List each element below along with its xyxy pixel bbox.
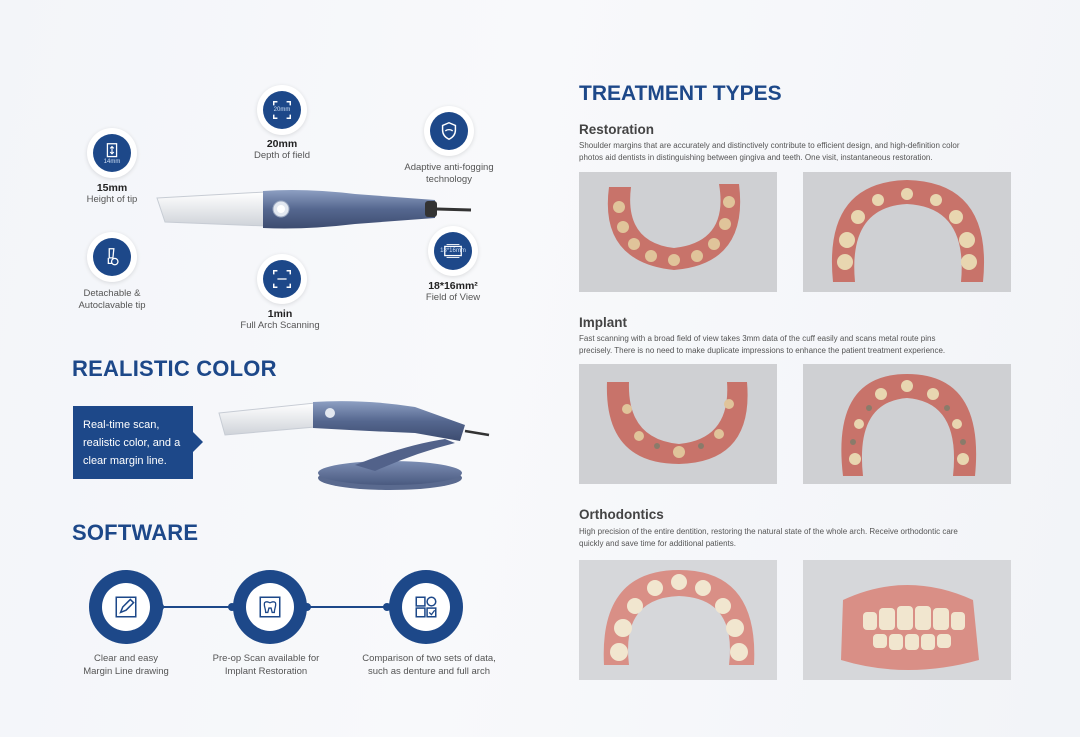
software-title: SOFTWARE (72, 520, 199, 545)
depth-icon-label: 20mm (273, 106, 291, 113)
restoration-scan-photo-2 (803, 172, 1011, 292)
fov-icon-label: 18*16mm (440, 247, 466, 254)
depth-of-field-badge: 20mm (257, 85, 307, 135)
height-ruler-icon (106, 142, 118, 157)
antifog-line1: Adaptive anti-fogging (404, 162, 494, 173)
sw2-line2: Implant Restoration (224, 666, 308, 677)
connector-dot (383, 603, 391, 611)
callout-line2: realistic color, and a (83, 437, 181, 449)
fov-label: Field of View (425, 292, 481, 303)
orthodontics-title: Orthodontics (579, 507, 664, 522)
anti-fogging-text: Adaptive anti-fogging technology (394, 162, 504, 186)
sw1-line1: Clear and easy (94, 653, 158, 664)
restoration-desc-line2: photos aid dentists in distinguishing be… (579, 153, 933, 162)
compare-grid-icon (415, 596, 437, 618)
restoration-title: Restoration (579, 122, 655, 137)
antifog-line2: technology (426, 174, 472, 185)
tip-height-text: 15mm Height of tip (67, 182, 157, 206)
software-item-implant (233, 570, 307, 644)
implant-scan-photo (579, 364, 777, 484)
anti-fogging-badge (424, 106, 474, 156)
implant-scan-photo-2 (803, 364, 1011, 484)
treatment-types-title: TREATMENT TYPES (579, 82, 782, 105)
software-caption-margin-line: Clear and easy Margin Line drawing (46, 652, 206, 678)
tip-height-badge: 14mm (87, 128, 137, 178)
tip-value: 15mm (96, 182, 128, 194)
field-of-view-text: 18*16mm² Field of View (403, 280, 503, 304)
full-arch-label: Full Arch Scanning (240, 320, 320, 331)
fov-value: 18*16mm² (428, 280, 478, 292)
full-arch-value: 1min (267, 308, 293, 320)
software-caption-compare: Comparison of two sets of data, such as … (348, 652, 510, 678)
shield-icon (441, 121, 457, 141)
tip-label: Height of tip (86, 194, 138, 205)
software-item-compare (389, 570, 463, 644)
scanner-wand-image (156, 190, 472, 229)
scan-frame-icon (273, 270, 291, 288)
field-of-view-badge: 18*16mm (428, 226, 478, 276)
implant-title: Implant (579, 315, 628, 330)
callout-arrow (193, 432, 203, 452)
implant-desc-line2: precisely. There is no need to make dupl… (579, 346, 946, 355)
realistic-color-callout: Real-time scan, realistic color, and a c… (73, 406, 193, 479)
tip-icon-label: 14mm (103, 158, 121, 165)
full-arch-badge (257, 254, 307, 304)
orthodontics-scan-photo-2 (803, 560, 1011, 680)
depth-of-field-text: 20mm Depth of field (232, 138, 332, 162)
connector-dot (228, 603, 236, 611)
detachable-line2: Autoclavable tip (78, 300, 146, 311)
orthodontics-scan-photo (579, 560, 777, 680)
sw1-line2: Margin Line drawing (83, 666, 169, 677)
software-item-margin-line (89, 570, 163, 644)
restoration-desc-line1: Shoulder margins that are accurately and… (579, 141, 960, 150)
orthodontics-description: High precision of the entire dentition, … (579, 526, 1019, 550)
detachable-line1: Detachable & (83, 288, 141, 299)
ortho-desc-line2: quickly and save time for additional pat… (579, 539, 736, 548)
depth-label: Depth of field (254, 150, 310, 161)
sw3-line2: such as denture and full arch (368, 666, 490, 677)
depth-value: 20mm (266, 138, 298, 150)
frame-corners-icon (273, 101, 291, 119)
implant-description: Fast scanning with a broad field of view… (579, 333, 1019, 357)
callout-line1: Real-time scan, (83, 419, 160, 431)
detachable-tip-text: Detachable & Autoclavable tip (66, 288, 158, 312)
scanner-stand-image (218, 401, 490, 490)
sw2-line1: Pre-op Scan available for (212, 653, 320, 664)
detachable-tip-badge (87, 232, 137, 282)
pencil-icon (115, 596, 137, 618)
software-caption-implant: Pre-op Scan available for Implant Restor… (186, 652, 346, 678)
restoration-description: Shoulder margins that are accurately and… (579, 140, 1019, 164)
tooth-frame-icon (259, 596, 281, 618)
full-arch-text: 1min Full Arch Scanning (225, 308, 335, 332)
realistic-color-title: REALISTIC COLOR (72, 356, 277, 381)
implant-desc-line1: Fast scanning with a broad field of view… (579, 334, 936, 343)
connector-dot (303, 603, 311, 611)
field-view-icon (444, 244, 462, 258)
callout-line3: clear margin line. (83, 455, 167, 467)
restoration-scan-photo (579, 172, 777, 292)
sw3-line1: Comparison of two sets of data, (362, 653, 496, 664)
autoclave-tip-icon (107, 248, 119, 266)
ortho-desc-line1: High precision of the entire dentition, … (579, 527, 958, 536)
